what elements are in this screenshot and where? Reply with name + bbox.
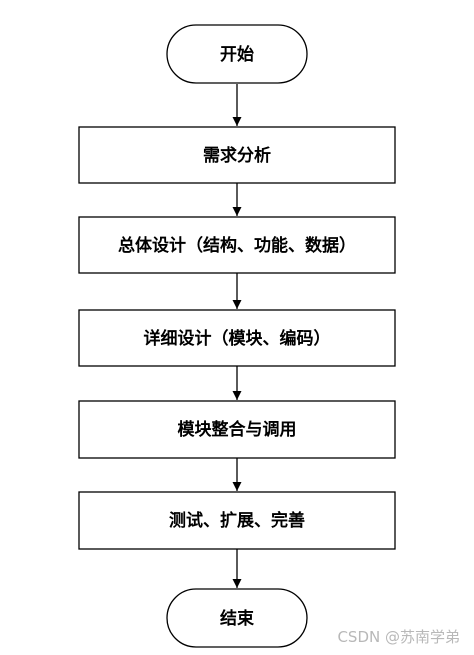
process-box — [78, 126, 396, 184]
node-detailed-design: 详细设计（模块、编码） — [78, 309, 396, 367]
node-requirements-analysis-label: 需求分析 — [203, 145, 271, 166]
node-start-label: 开始 — [220, 44, 254, 65]
process-box — [78, 400, 396, 459]
node-overall-design-label: 总体设计（结构、功能、数据） — [118, 235, 356, 256]
node-testing-label: 测试、扩展、完善 — [169, 510, 305, 531]
process-box — [78, 309, 396, 367]
node-overall-design: 总体设计（结构、功能、数据） — [78, 216, 396, 274]
terminal-shape — [166, 24, 308, 84]
node-detailed-design-label: 详细设计（模块、编码） — [144, 328, 331, 349]
node-requirements-analysis: 需求分析 — [78, 126, 396, 184]
node-end: 结束 — [166, 588, 308, 648]
watermark: CSDN @苏南学弟 — [337, 628, 460, 646]
node-module-integration: 模块整合与调用 — [78, 400, 396, 459]
process-box — [78, 216, 396, 274]
node-start: 开始 — [166, 24, 308, 84]
node-end-label: 结束 — [220, 608, 254, 629]
terminal-shape — [166, 588, 308, 648]
process-box — [78, 491, 396, 550]
node-module-integration-label: 模块整合与调用 — [178, 419, 297, 440]
node-testing: 测试、扩展、完善 — [78, 491, 396, 550]
